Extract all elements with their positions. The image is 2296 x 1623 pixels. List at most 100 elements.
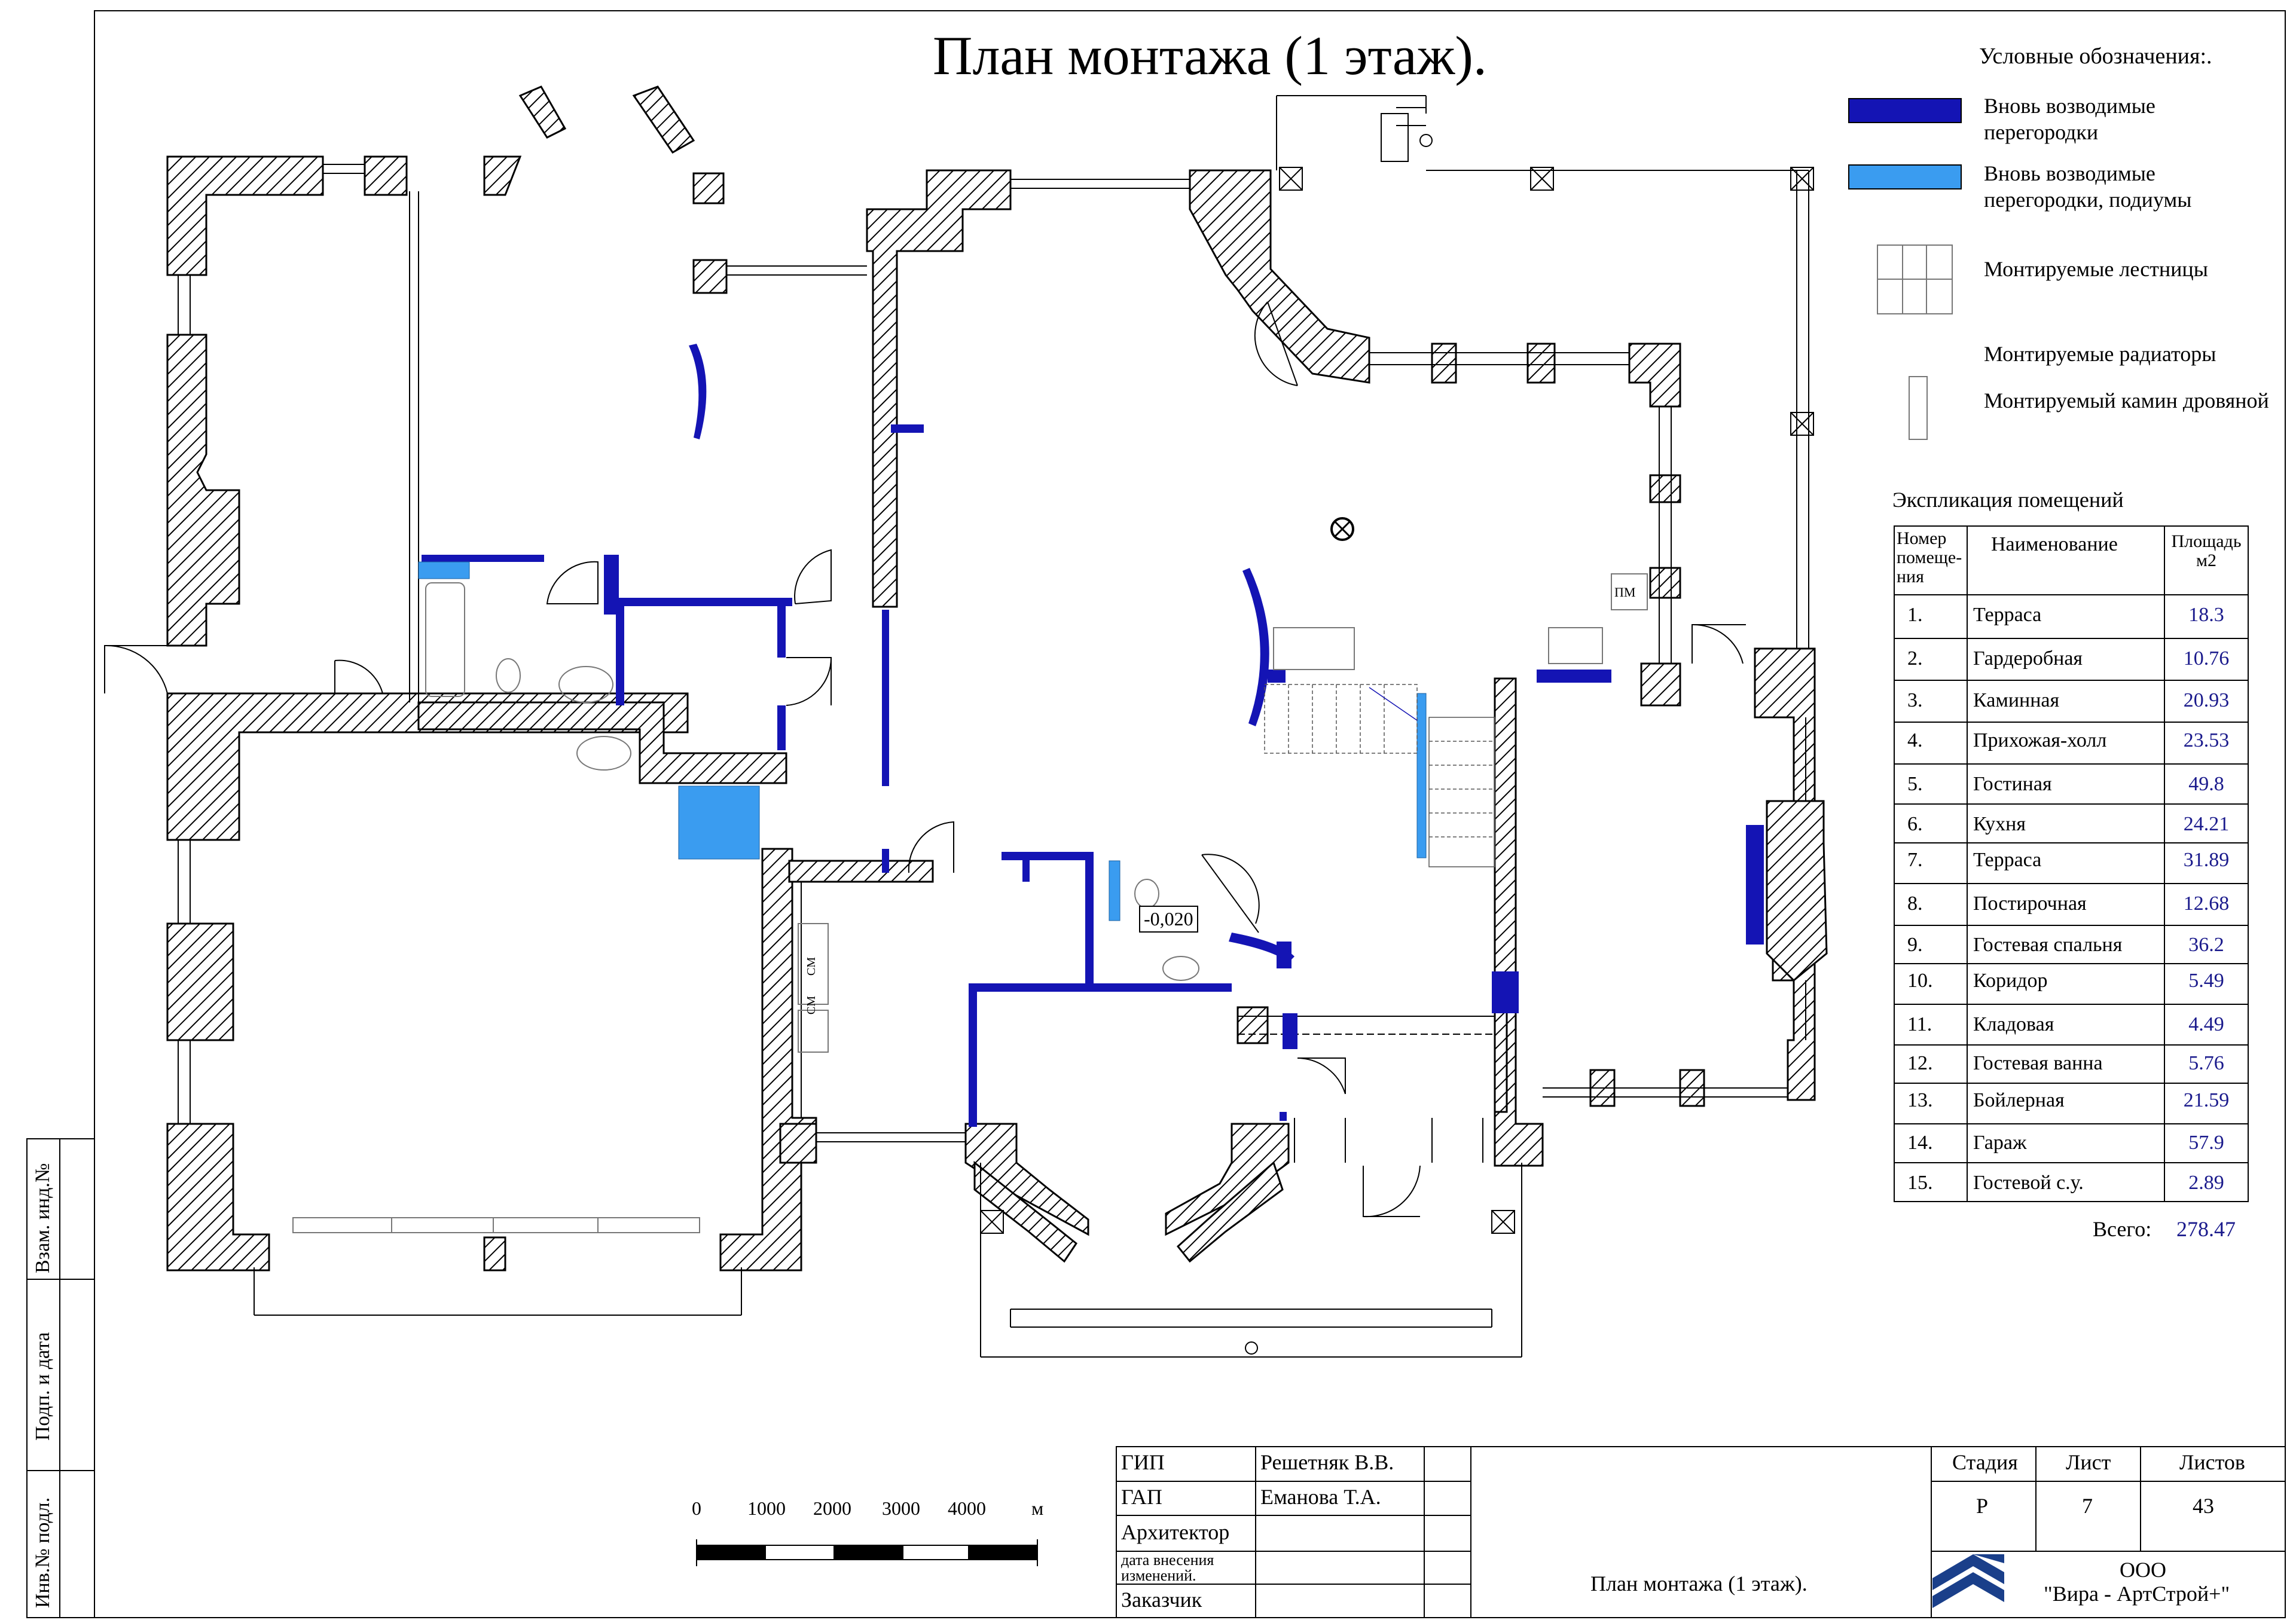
level-mark: -0,020 (1139, 906, 1198, 933)
table-row-area: 12.68 (2183, 893, 2230, 915)
role-customer: Заказчик (1121, 1588, 1202, 1612)
table-row-number: 15. (1907, 1172, 1933, 1194)
explication-title: Экспликация помещений (1892, 488, 2124, 512)
table-row-name: Гараж (1973, 1132, 2027, 1154)
hatched-walls (166, 85, 1828, 1271)
table-row-area: 5.76 (2188, 1052, 2224, 1074)
role-change-date: дата внесения изменений. (1121, 1551, 1214, 1584)
table-row-area: 18.3 (2188, 604, 2224, 626)
stage-label: Стадия (1952, 1450, 2018, 1474)
drawing-title: План монтажа (1 этаж). (1590, 1572, 1808, 1596)
legend-label-new-partitions: Вновь возводимые перегородки (1984, 94, 2155, 144)
podium-partitions (418, 561, 1427, 921)
door-swings (104, 107, 1746, 1218)
explication-table-grid (1894, 525, 2249, 1202)
fixtures (292, 244, 1953, 1233)
scale-bar (696, 1539, 1038, 1566)
scale-tick-4000: 4000 (948, 1497, 986, 1519)
legend-swatch-dark-blue (1848, 98, 1962, 123)
legend-swatch-light-blue (1848, 164, 1962, 189)
sheets-value: 43 (2193, 1494, 2214, 1518)
company-logo (1932, 1554, 2004, 1608)
side-stamp-replacement: Взам. инд.№ (32, 1163, 54, 1273)
stairs (1264, 684, 1495, 867)
cm-label-2: СМ (805, 995, 819, 1015)
table-row-number: 6. (1907, 813, 1923, 835)
table-row-area: 20.93 (2183, 689, 2230, 711)
sheet-label: Лист (2066, 1450, 2111, 1474)
table-row-name: Гардеробная (1973, 647, 2083, 670)
table-row-name: Терраса (1973, 849, 2042, 871)
table-row-number: 3. (1907, 689, 1923, 711)
table-row-number: 4. (1907, 729, 1923, 751)
table-row-area: 31.89 (2183, 849, 2230, 871)
table-row-area: 49.8 (2188, 773, 2224, 795)
sheets-label: Листов (2179, 1450, 2245, 1474)
table-row-name: Гостевая ванна (1973, 1052, 2103, 1074)
company-line-1: ООО (2120, 1558, 2166, 1582)
legend-label-fireplace: Монтируемый камин дровяной (1984, 389, 2269, 412)
side-stamp-frame (26, 1138, 95, 1618)
page-title: План монтажа (1 этаж). (933, 25, 1487, 86)
company-line-2: "Вира - АртСтрой+" (2044, 1582, 2230, 1606)
table-row-name: Терраса (1973, 604, 2042, 626)
table-row-name: Каминная (1973, 689, 2060, 711)
scale-unit: м (1031, 1497, 1044, 1519)
table-row-name: Постирочная (1973, 893, 2087, 915)
scale-tick-3000: 3000 (882, 1497, 920, 1519)
table-row-name: Коридор (1973, 970, 2048, 992)
table-row-area: 4.49 (2188, 1013, 2224, 1035)
table-row-name: Прихожая-холл (1973, 729, 2107, 751)
table-row-area: 21.59 (2183, 1089, 2230, 1111)
legend-label-radiators: Монтируемые радиаторы (1984, 342, 2216, 366)
scale-tick-0: 0 (692, 1497, 701, 1519)
scale-tick-1000: 1000 (747, 1497, 786, 1519)
table-row-name: Кладовая (1973, 1013, 2054, 1035)
table-row-number: 11. (1907, 1013, 1932, 1035)
table-row-area: 10.76 (2183, 647, 2230, 670)
table-header-number: Номер помеще-ния (1897, 528, 1962, 586)
table-row-number: 14. (1907, 1132, 1933, 1154)
table-row-number: 13. (1907, 1089, 1933, 1111)
role-gap: ГАП (1121, 1485, 1162, 1509)
table-row-number: 8. (1907, 893, 1923, 915)
name-gip: Решетняк В.В. (1260, 1450, 1394, 1474)
side-stamp-signature: Подп. и дата (32, 1332, 54, 1441)
table-row-number: 7. (1907, 849, 1923, 871)
name-gap: Еманова Т.А. (1260, 1485, 1381, 1509)
table-header-name: Наименование (1991, 533, 2118, 555)
legend-label-podiums: Вновь возводимые перегородки, подиумы (1984, 161, 2192, 212)
table-row-number: 12. (1907, 1052, 1933, 1074)
window-lines (178, 95, 1809, 1358)
cm-label-1: СМ (805, 956, 819, 976)
table-row-number: 9. (1907, 934, 1923, 956)
legend-title: Условные обозначения:. (1979, 44, 2212, 69)
role-architect: Архитектор (1121, 1520, 1230, 1544)
total-label: Всего: (2093, 1217, 2152, 1241)
table-row-name: Гостевой с.у. (1973, 1172, 2084, 1194)
column-markers (980, 167, 1814, 1234)
table-row-name: Кухня (1973, 813, 2026, 835)
scale-tick-2000: 2000 (813, 1497, 851, 1519)
table-header-area: Площадь м2 (2171, 531, 2242, 570)
table-row-name: Гостевая спальня (1973, 934, 2123, 956)
total-value: 278.47 (2176, 1217, 2236, 1241)
legend-label-stairs: Монтируемые лестницы (1984, 257, 2208, 281)
sheet-value: 7 (2082, 1494, 2093, 1518)
table-row-area: 57.9 (2188, 1132, 2224, 1154)
table-row-number: 10. (1907, 970, 1933, 992)
role-gip: ГИП (1121, 1450, 1165, 1474)
table-row-name: Гостиная (1973, 773, 2052, 795)
table-row-area: 23.53 (2183, 729, 2230, 751)
side-stamp-inventory: Инв.№ подл. (32, 1497, 54, 1608)
table-row-number: 5. (1907, 773, 1923, 795)
table-row-name: Бойлерная (1973, 1089, 2065, 1111)
stage-value: Р (1976, 1494, 1989, 1518)
new-partitions (422, 344, 1764, 1127)
title-block-grid (1116, 1446, 2286, 1618)
table-row-area: 36.2 (2188, 934, 2224, 956)
sheet-frame (94, 10, 2286, 1618)
table-row-area: 5.49 (2188, 970, 2224, 992)
pm-label: ПМ (1614, 585, 1636, 600)
table-row-number: 2. (1907, 647, 1923, 670)
